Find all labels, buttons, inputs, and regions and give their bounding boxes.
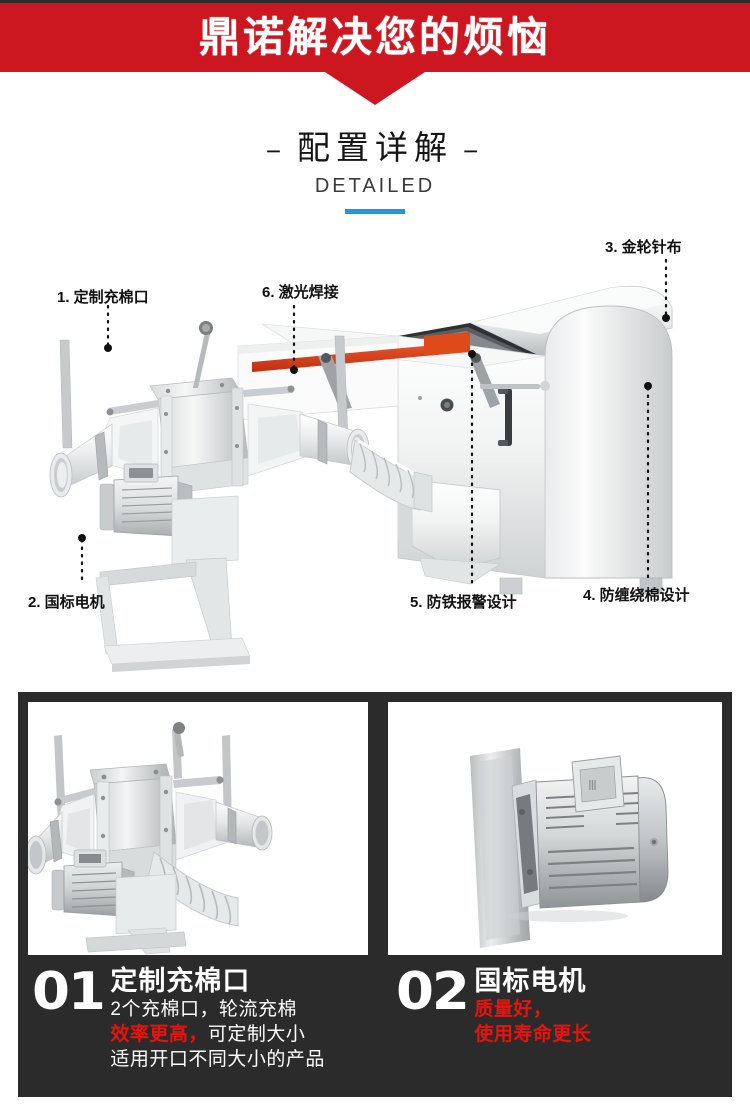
dash-left-icon: − (265, 136, 287, 167)
feature-card-01-line-2-highlight: 效率更高， (110, 1023, 208, 1045)
photo-motor-svg: Ⅲ (388, 702, 722, 955)
feature-card-01-line-2: 效率更高，可定制大小 (110, 1022, 325, 1047)
banner-arrow-down-icon (325, 72, 425, 105)
photo-gallery: Ⅲ (18, 692, 732, 960)
header-banner: 鼎诺解决您的烦恼 (0, 0, 750, 72)
photo-motor: Ⅲ (388, 702, 722, 955)
feature-card-01-line-2-text: 可定制大小 (207, 1023, 306, 1045)
feature-card-01-line-1-text: 2个充棉口，轮流充棉 (110, 998, 297, 1020)
callout-label-2: 2. 国标电机 (28, 594, 105, 611)
callout-label-3: 3. 金轮针布 (605, 239, 682, 256)
section-title-text: 配置详解 (297, 131, 453, 167)
feature-cards: 01 定制充棉口 2个充棉口，轮流充棉 效率更高，可定制大小 适用开口不同大小的… (18, 960, 732, 1097)
section-title-row: −配置详解− (0, 131, 750, 167)
callout-label-1: 1. 定制充棉口 (57, 289, 149, 306)
banner-title: 鼎诺解决您的烦恼 (199, 14, 551, 60)
feature-card-02-line-1: 质量好， (474, 998, 553, 1020)
section-underline-bar (345, 209, 405, 215)
feature-panel: Ⅲ 01 定制充棉口 2个充棉口，轮流充棉 (18, 692, 732, 1097)
feature-card-02-body: 国标电机 质量好， 使用寿命更长 (474, 966, 591, 1047)
feature-card-01-line-3: 适用开口不同大小的产品 (110, 1047, 325, 1072)
feature-card-01-body: 定制充棉口 2个充棉口，轮流充棉 效率更高，可定制大小 适用开口不同大小的产品 (110, 966, 325, 1072)
dash-right-icon: − (463, 136, 485, 167)
feature-card-02-number: 02 (396, 962, 470, 1022)
feature-card-02-title: 国标电机 (474, 966, 587, 996)
photo-cotton-inlet (28, 702, 368, 955)
callout-label-5: 5. 防铁报警设计 (410, 594, 517, 611)
callout-label-4: 4. 防缠绕棉设计 (583, 587, 690, 604)
feature-card-02-line-2: 使用寿命更长 (474, 1023, 592, 1045)
feature-card-01-title: 定制充棉口 (110, 966, 251, 996)
feature-card-01-line-1: 2个充棉口，轮流充棉 (110, 997, 325, 1022)
feature-card-01-line-3-text: 适用开口不同大小的产品 (110, 1048, 325, 1070)
section-heading: −配置详解− DETAILED (0, 131, 750, 215)
feature-card-02: 02 国标电机 质量好， 使用寿命更长 (380, 960, 732, 1097)
machine-illustration-svg (49, 258, 673, 672)
feature-card-01-number: 01 (32, 962, 106, 1022)
section-subtitle: DETAILED (314, 175, 436, 198)
callout-label-6: 6. 激光焊接 (262, 284, 339, 301)
svg-text:Ⅲ: Ⅲ (588, 779, 597, 794)
machine-diagram (0, 228, 750, 688)
feature-card-01: 01 定制充棉口 2个充棉口，轮流充棉 效率更高，可定制大小 适用开口不同大小的… (18, 960, 380, 1097)
photo-cotton-inlet-svg (28, 702, 368, 955)
